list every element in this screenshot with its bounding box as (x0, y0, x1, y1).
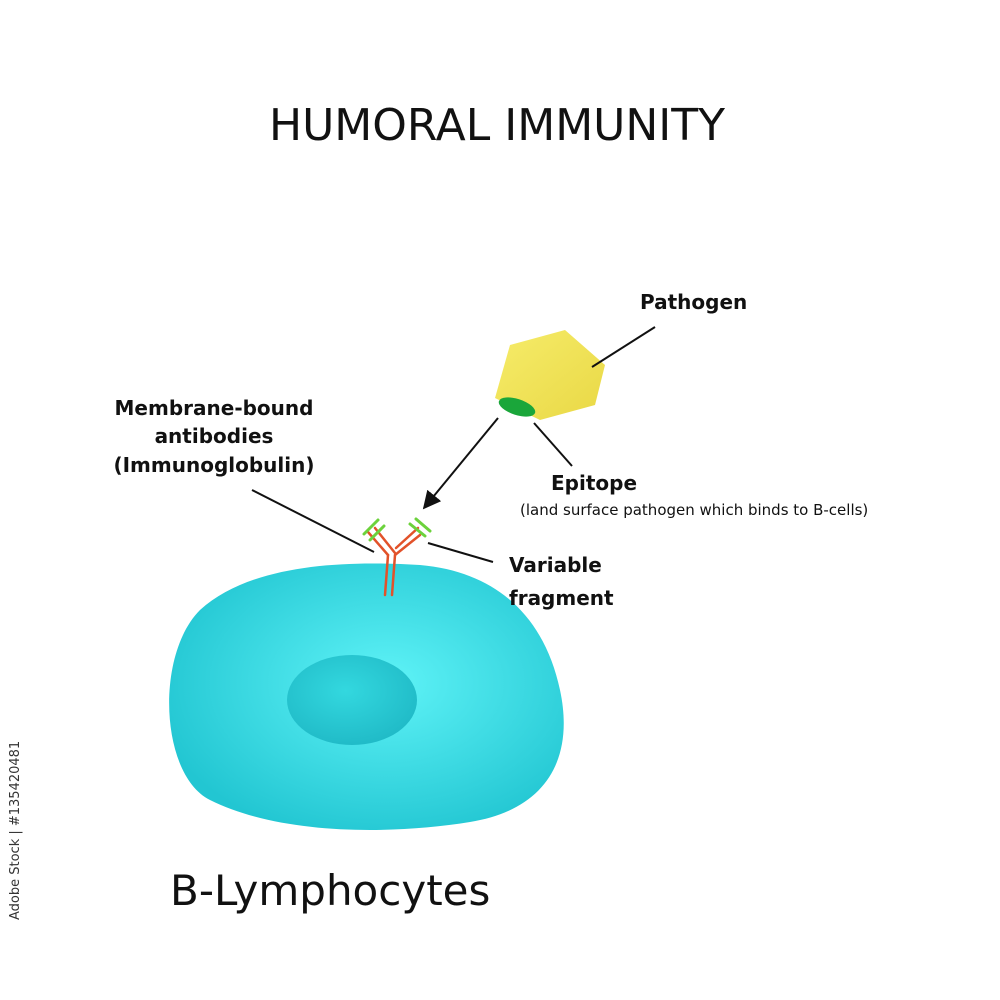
pathogen (495, 330, 605, 420)
epitope-leader-line (533, 422, 573, 467)
stock-id-text: Adobe Stock | #135420481 (8, 740, 23, 920)
pathogen-body (495, 330, 605, 420)
cell-label: B-Lymphocytes (170, 866, 490, 915)
diagram-title: HUMORAL IMMUNITY (269, 100, 725, 151)
epitope-spot (498, 397, 536, 417)
cell-nucleus (287, 655, 417, 745)
pathogen-label: Pathogen (640, 290, 747, 314)
stock-id-stamp: Adobe Stock | #135420481 (6, 741, 24, 920)
membrane-label-line1: Membrane-bound (115, 396, 314, 420)
binding-arrow (422, 417, 499, 510)
variable-label-line2: fragment (509, 586, 614, 610)
membrane-label-line3: (Immunoglobulin) (113, 453, 314, 477)
variable-label-line1: Variable (509, 553, 602, 577)
membrane-label-line2: antibodies (155, 424, 274, 448)
epitope-label: Epitope (551, 471, 637, 495)
pathogen-leader-line (591, 326, 656, 368)
variable-leader-line (427, 542, 494, 563)
membrane-leader-line (251, 489, 375, 553)
membrane-antibody (362, 517, 432, 597)
b-lymphocyte-cell (169, 563, 564, 830)
epitope-note: (land surface pathogen which binds to B-… (520, 501, 868, 519)
